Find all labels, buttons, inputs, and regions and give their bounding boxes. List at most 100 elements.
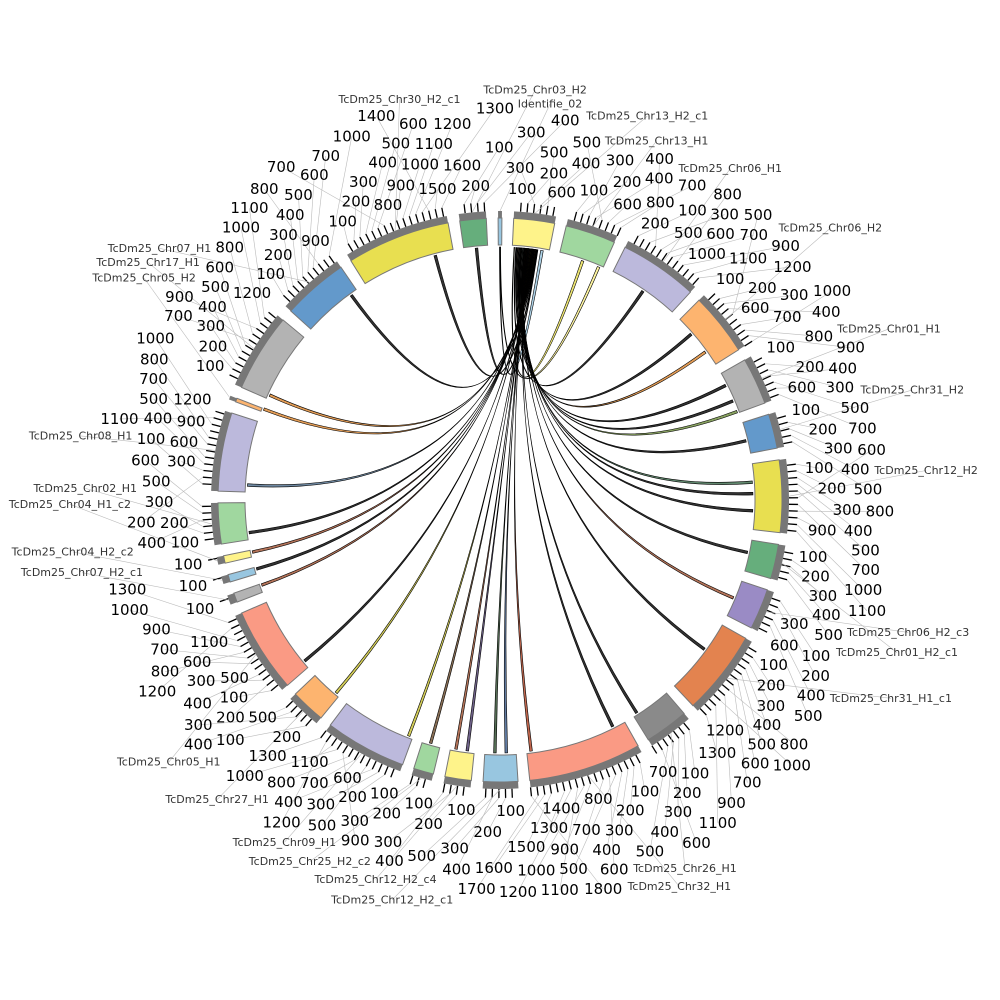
segment-band [612, 246, 692, 313]
tick-mark [442, 783, 446, 793]
tick-label: 700 [851, 561, 880, 579]
tick-label: 200 [199, 338, 228, 356]
tick-label: 700 [164, 307, 193, 325]
tick-mark [353, 239, 359, 249]
tick-label: 1000 [333, 127, 371, 145]
tick-mark [787, 523, 798, 526]
tick-mark [204, 463, 214, 466]
label-leader-line [153, 378, 208, 445]
label-leader-line [354, 783, 411, 822]
tick-label: 1400 [357, 107, 395, 125]
segment-label: TcDm25_Chr06_H2_c3 [846, 626, 969, 639]
label-leader-line [620, 202, 661, 228]
segment-tcdm25-chr08-h1 [202, 410, 259, 493]
label-leader-line [629, 766, 635, 811]
link-ribbon [514, 248, 533, 752]
label-leader-line [127, 589, 229, 623]
tick-mark [320, 730, 327, 739]
tick-label: 300 [809, 587, 838, 605]
tick-mark [730, 673, 738, 681]
tick-label: 100 [137, 430, 166, 448]
tick-label: 900 [771, 237, 800, 255]
tick-label: 100 [681, 765, 710, 783]
tick-label: 900 [301, 232, 330, 250]
segment-tcdm25-chr05-h2 [229, 395, 263, 412]
label-leader-line [470, 186, 476, 204]
label-leader-line [609, 777, 615, 870]
label-leader-line [693, 257, 749, 274]
tick-label: 100 [179, 577, 208, 595]
link-ribbon [251, 248, 535, 554]
segment-axis [229, 395, 237, 402]
tick-mark [383, 766, 389, 775]
tick-label: 1200 [433, 115, 471, 133]
tick-label: 1000 [688, 245, 726, 263]
label-leader-line [150, 438, 203, 485]
segment-tcdm25-chr09-h1 [320, 702, 413, 778]
tick-mark [389, 222, 395, 232]
label-leader-line [683, 245, 786, 266]
tick-mark [687, 273, 695, 281]
tick-label: 700 [300, 774, 329, 792]
link-ribbon [522, 248, 615, 728]
segment-tcdm25-chr12-h2-c1 [482, 753, 519, 799]
tick-label: 100 [580, 181, 609, 199]
segment-tcdm25-chr01-h1 [720, 356, 779, 414]
tick-label: 600 [857, 441, 886, 459]
link-ribbon [454, 248, 531, 750]
segment-tcdm25-chr27-h1 [285, 674, 339, 727]
tick-label: 500 [220, 669, 249, 687]
tick-mark [683, 722, 690, 731]
tick-mark [733, 668, 742, 676]
tick-mark [371, 230, 377, 240]
tick-mark [241, 350, 251, 357]
label-leader-line [154, 359, 209, 438]
segment-label: TcDm25_Chr17_H1 [95, 256, 200, 269]
tick-label: 1000 [136, 329, 174, 347]
segment-axis [326, 725, 403, 772]
tick-label: 400 [645, 150, 674, 168]
tick-label: 300 [664, 803, 693, 821]
segment-label: TcDm25_Chr31_H1_c1 [829, 692, 952, 705]
tick-label: 1200 [773, 258, 811, 276]
tick-label: 300 [349, 173, 378, 191]
label-leader-line [587, 775, 680, 887]
tick-label: 600 [613, 195, 642, 213]
tick-label: 800 [713, 185, 742, 203]
tick-mark [421, 212, 426, 222]
link-ribbon [268, 249, 537, 427]
label-leader-line [283, 234, 294, 286]
segment-tcdm25-chr06-h1 [612, 235, 700, 313]
label-leader-line [797, 490, 866, 551]
label-leader-line [321, 766, 367, 826]
tick-mark [359, 754, 366, 764]
tick-mark [748, 646, 757, 653]
tick-label: 1300 [530, 819, 568, 837]
label-leader-line [729, 690, 795, 745]
segment-label: TcDm25_Chr06_H2 [778, 222, 883, 235]
tick-mark [302, 276, 310, 284]
tick-mark [331, 738, 338, 747]
tick-mark [769, 603, 779, 609]
tick-label: 300 [833, 501, 862, 519]
tick-label: 100 [716, 270, 745, 288]
tick-label: 300 [269, 226, 298, 244]
tick-label: 400 [592, 841, 621, 859]
label-leader-line [573, 774, 617, 870]
tick-label: 800 [780, 735, 809, 753]
segment-label: TcDm25_Chr08_H1 [28, 429, 133, 442]
label-leader-line [582, 181, 628, 215]
tick-mark [207, 443, 217, 447]
tick-label: 200 [748, 279, 777, 297]
link-ribbon [493, 248, 530, 754]
segment-axis [692, 638, 752, 711]
tick-label: 900 [386, 176, 415, 194]
label-leader-line [663, 168, 731, 262]
segment-band [217, 502, 249, 545]
tick-mark [462, 786, 465, 796]
tick-mark [212, 577, 222, 581]
link-ribbon [522, 248, 706, 651]
tick-label: 200 [818, 479, 847, 497]
tick-mark [721, 308, 729, 315]
label-leader-line [689, 729, 696, 774]
